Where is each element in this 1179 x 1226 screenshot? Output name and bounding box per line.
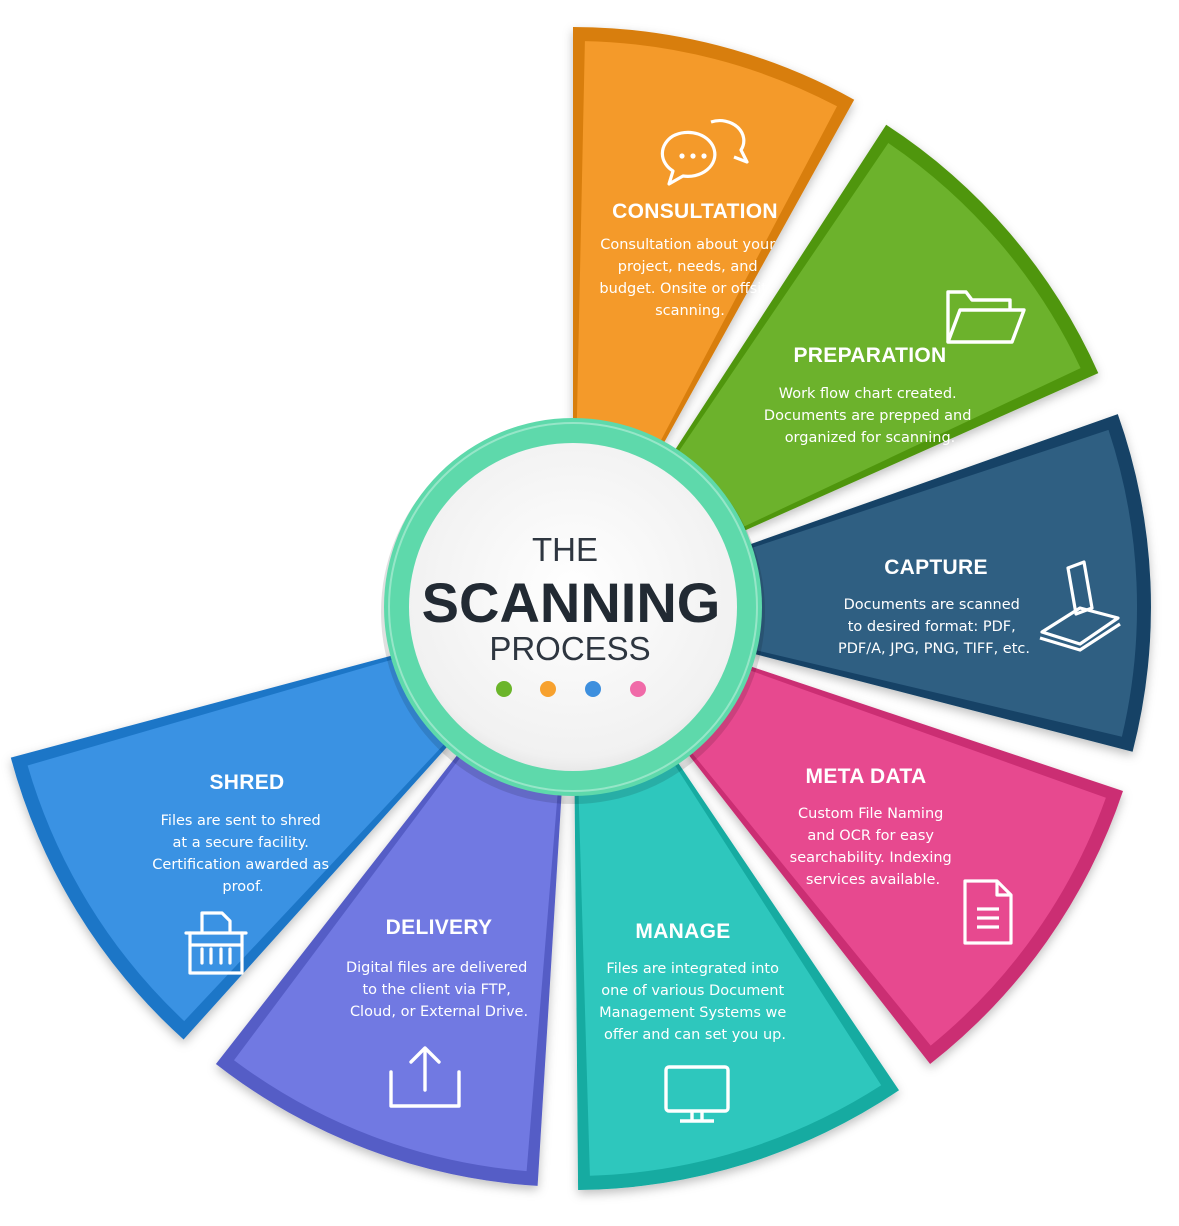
segment-manage-title: MANAGE <box>635 920 730 943</box>
segments-layer: CONSULTATION Consultation about your pro… <box>10 27 1151 1190</box>
segment-capture-inner <box>751 429 1138 737</box>
hub-title-line3: PROCESS <box>489 630 650 667</box>
scanner-icon <box>1039 560 1121 652</box>
segment-capture: CAPTURE Documents are scanned to desired… <box>744 414 1151 752</box>
hub-face <box>409 443 737 771</box>
segment-delivery-inner <box>234 757 558 1172</box>
segment-capture-title: CAPTURE <box>884 556 988 579</box>
hub-dot-green <box>496 681 512 697</box>
hub-dot-orange <box>540 681 556 697</box>
hub-ring-highlight <box>388 422 758 792</box>
monitor-icon <box>664 1065 730 1123</box>
folder-icon <box>946 290 1026 344</box>
segment-shred-title: SHRED <box>209 771 284 794</box>
document-icon <box>963 879 1013 945</box>
segment-meta-data: META DATA Custom File Naming and OCR for… <box>685 664 1123 1064</box>
segment-delivery: DELIVERY Digital files are delivered to … <box>215 750 562 1186</box>
chat-bubbles-icon <box>660 119 749 186</box>
segment-preparation-description: Work flow chart created. Documents are p… <box>764 386 976 446</box>
segment-shred-description: Files are sent to shred at a secure faci… <box>152 813 333 895</box>
shredder-icon <box>184 911 248 975</box>
segment-preparation-inner <box>678 143 1081 527</box>
segment-meta-data-description: Custom File Naming and OCR for easy sear… <box>790 806 957 888</box>
hub-title-line1: THE <box>532 531 598 568</box>
segment-capture-description: Documents are scanned to desired format:… <box>838 597 1030 657</box>
hub-dot-pink <box>630 681 646 697</box>
center-hub: THE SCANNING PROCESS <box>381 418 765 804</box>
segment-meta-data-title: META DATA <box>806 765 927 788</box>
hub-dots <box>496 681 646 697</box>
segment-consultation-inner <box>576 41 837 441</box>
segment-manage-inner <box>578 765 882 1176</box>
segment-meta-data-inner <box>691 670 1106 1046</box>
segment-consultation-description: Consultation about your project, needs, … <box>599 237 780 319</box>
segment-consultation-title: CONSULTATION <box>612 200 778 223</box>
hub-title-line2: SCANNING <box>422 571 721 634</box>
segment-consultation: CONSULTATION Consultation about your pro… <box>573 27 855 448</box>
segment-manage-description: Files are integrated into one of various… <box>599 961 791 1043</box>
segment-preparation: PREPARATION Work flow chart created. Doc… <box>672 124 1099 534</box>
segment-delivery-description: Digital files are delivered to the clien… <box>346 960 532 1020</box>
segment-manage: MANAGE Files are integrated into one of … <box>574 757 899 1190</box>
hub-dot-blue <box>585 681 601 697</box>
segment-shred-inner <box>27 659 445 1022</box>
segment-delivery-title: DELIVERY <box>386 916 493 939</box>
segment-shred: SHRED Files are sent to shred at a secur… <box>10 654 452 1040</box>
segment-preparation-title: PREPARATION <box>793 344 946 367</box>
upload-icon <box>389 1046 461 1108</box>
